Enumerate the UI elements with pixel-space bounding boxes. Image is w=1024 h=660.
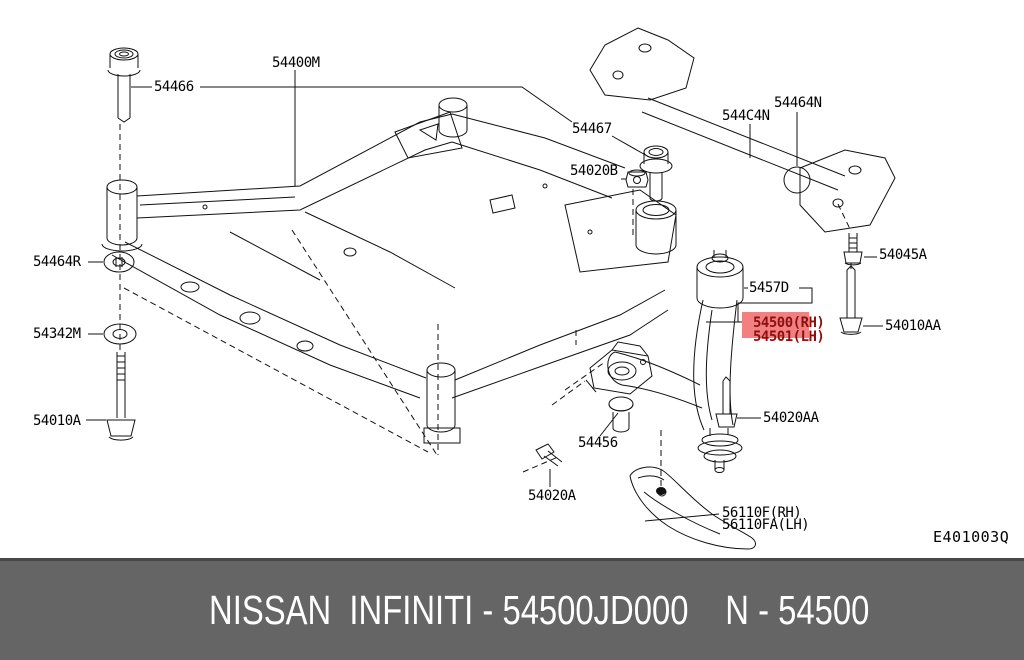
part-label-544C4N: 544C4N [722,108,770,124]
part-label-54045A: 54045A [879,247,927,263]
nut-54020B-drawing [625,169,649,188]
subframe-drawing [101,97,677,444]
bolt-54020A-drawing [535,443,563,467]
assembly-axis-lines [119,124,852,495]
caption-catalog-ref: N - 54500 [725,587,870,633]
diagram-line-art [86,27,896,550]
part-label-54020AA: 54020AA [763,410,819,426]
caption-banner: NISSAN INFINITI - 54500JD000 N - 54500 [0,558,1024,660]
washer-54464R-drawing [103,251,135,273]
diagram-reference-code: E401003Q [933,528,1010,546]
part-label-56110FA-lh: 56110FA(LH) [722,517,810,533]
part-label-54456: 54456 [578,435,618,451]
part-label-54501-lh-selected: 54501(LH) [753,329,825,345]
leader-lines [86,70,883,522]
bolt-54456-drawing [608,396,634,433]
selected-part-highlight [742,312,809,338]
part-label-54500-rh-selected: 54500(RH) [753,315,825,331]
transverse-link-drawing [585,250,744,473]
washer-54342M-drawing [103,323,137,345]
caption-brand-and-part: NISSAN INFINITI - 54500JD000 [209,587,689,633]
part-label-54464N: 54464N [774,95,822,111]
bolt-54020AA-drawing [715,376,738,428]
part-label-54010A: 54010A [33,413,81,429]
bolt-54467-drawing [639,145,673,202]
part-label-54400M: 54400M [272,55,320,71]
part-label-54020A: 54020A [528,488,576,504]
part-label-56110F-rh: 56110F(RH) [722,505,802,521]
bolt-54466-drawing [107,47,141,123]
stabilizer-bushing-54464N [783,166,811,194]
part-label-54342M: 54342M [33,326,81,342]
part-label-54464R: 54464R [33,254,81,270]
bolt-54045A-drawing [843,233,863,266]
part-label-54467: 54467 [572,121,612,137]
bolt-54010A-drawing [106,352,136,441]
bolt-54010AA-drawing [839,265,863,335]
caption-text: NISSAN INFINITI - 54500JD000 N - 54500 [155,540,870,660]
splash-cover-drawing [629,466,756,550]
part-label-54010AA: 54010AA [885,318,941,334]
part-label-54020B: 54020B [570,163,618,179]
stabilizer-stay-drawing [589,27,896,233]
part-label-54466: 54466 [154,79,194,95]
part-label-5457D: 5457D [749,280,789,296]
